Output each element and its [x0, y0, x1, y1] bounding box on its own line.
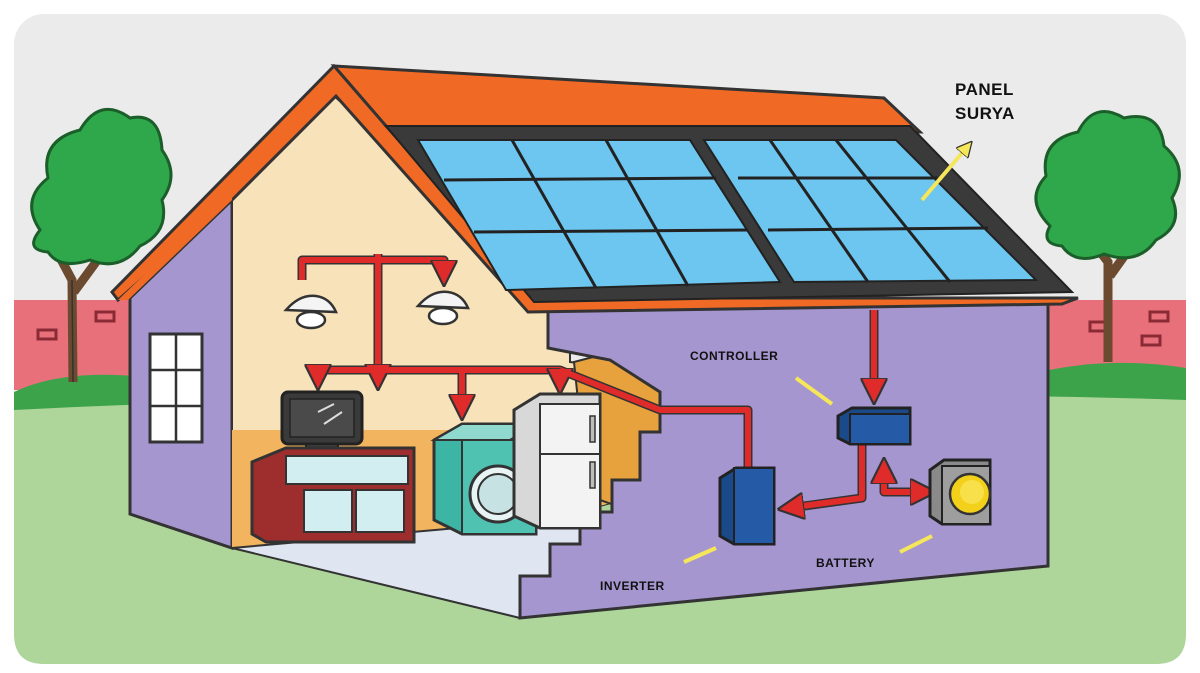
lamp-icon — [283, 294, 338, 330]
battery-icon — [928, 458, 992, 526]
inverter-label: INVERTER — [600, 579, 665, 593]
panel-label-line1: PANEL — [955, 80, 1014, 99]
tree-icon — [1034, 110, 1181, 362]
refrigerator-icon — [512, 392, 602, 530]
tv-icon — [280, 390, 364, 453]
solar-panel-icon — [383, 125, 1075, 304]
window-icon — [148, 332, 204, 444]
battery-label: BATTERY — [816, 556, 875, 570]
inverter-icon — [718, 466, 776, 546]
controller-label: CONTROLLER — [690, 349, 779, 363]
wiring — [297, 254, 926, 508]
lamp-icon — [415, 290, 470, 326]
panel-label-line2: SURYA — [955, 104, 1015, 123]
label-pointers — [683, 146, 968, 564]
tree-icon — [30, 108, 173, 383]
panel-surya-label: PANEL SURYA — [955, 78, 1015, 126]
washing-machine-icon — [430, 422, 540, 536]
controller-icon — [836, 406, 912, 446]
cabinet-icon — [250, 446, 416, 544]
